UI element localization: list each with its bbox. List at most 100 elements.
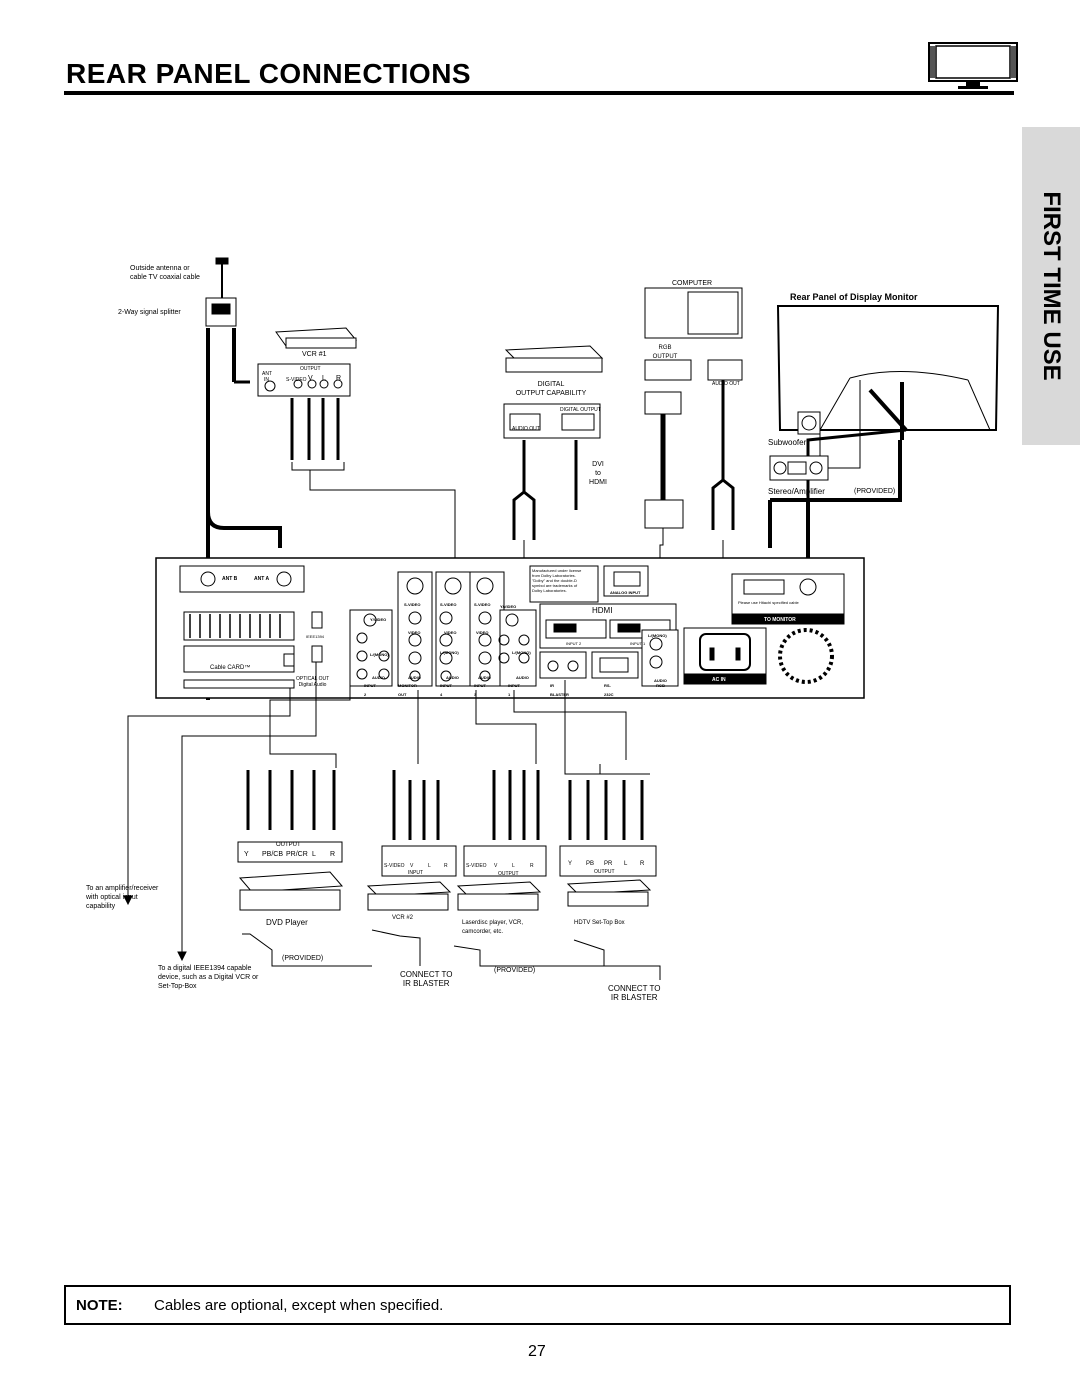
vcr2-jack-r: R	[444, 863, 448, 869]
laser-jack-svideo: S-VIDEO	[466, 863, 487, 869]
dvd-jack-pb: PB/CB	[262, 851, 284, 858]
panel-audio-1: AUDIO	[372, 675, 385, 680]
panel-video-2: VIDEO	[444, 630, 457, 635]
panel-ieee: IEEE1394	[306, 634, 325, 639]
page-number: 27	[528, 1343, 546, 1360]
ieee-note-3: Set-Top-Box	[158, 983, 197, 990]
panel-ant-a: ANT A	[254, 576, 270, 582]
amp-note-3: capability	[86, 903, 116, 910]
jack-svideo: S-VIDEO	[286, 377, 307, 383]
label-audio-out-pc: AUDIO OUT	[712, 381, 740, 387]
hdtv-jack-l: L	[624, 861, 628, 867]
note-box: NOTE: Cables are optional, except when s…	[64, 1285, 1011, 1325]
panel-audio-4: AUDIO	[478, 675, 491, 680]
panel-input4: INPUT 4	[440, 683, 452, 697]
ir-blaster-1: IR BLASTER	[402, 979, 450, 988]
panel-svideo-1: S-VIDEO	[404, 602, 421, 607]
monitor-icon	[928, 42, 1018, 89]
dvd-jack-l: L	[312, 851, 316, 858]
label-rgb-output: OUTPUT	[652, 354, 678, 360]
panel-input1: INPUT 1	[508, 683, 520, 697]
laser-jack-l: L	[512, 863, 515, 869]
hdtv-jack-r: R	[640, 861, 645, 867]
section-tab: FIRST TIME USE	[1022, 127, 1080, 445]
label-laserdisc-2: camcorder, etc.	[462, 929, 504, 935]
dvd-output: OUTPUT	[276, 842, 301, 848]
label-audio-out: AUDIO OUT	[512, 426, 540, 432]
hdtv-jack-pb: PB	[586, 861, 595, 867]
label-stereo-amplifier: Stereo/Amplifier	[768, 487, 825, 496]
panel-lmono-4: L/(MONO)	[648, 633, 667, 638]
panel-audio-6: AUDIO	[654, 678, 667, 683]
panel-rs232c: RS-232C	[604, 683, 614, 697]
connect-to-2: CONNECT TO	[608, 984, 661, 993]
dvd-jack-y: Y	[244, 851, 249, 858]
page-title: REAR PANEL CONNECTIONS	[66, 58, 472, 89]
panel-use-cable: Please use Hitachi specified cable	[738, 600, 799, 605]
ir-blaster-2: IR BLASTER	[610, 993, 658, 1002]
dvd-jack-r: R	[330, 851, 336, 858]
label-dvd-player: DVD Player	[266, 918, 308, 927]
ieee-note-2: device, such as a Digital VCR or	[158, 974, 259, 981]
panel-video-1: VIDEO	[408, 630, 421, 635]
connect-to-1: CONNECT TO	[400, 970, 453, 979]
panel-rgb: RGB	[656, 683, 665, 688]
diagram-labels: Outside antenna or cable TV coaxial cable…	[86, 265, 918, 1002]
jack-v: V	[308, 375, 313, 382]
dolby-4: symbol are trademarks of	[532, 583, 578, 588]
connection-diagram	[123, 257, 1000, 980]
panel-analog-input: ANALOG INPUT	[610, 590, 641, 595]
dolby-3: "Dolby" and the double-D	[532, 578, 577, 583]
panel-input3: INPUT 3	[474, 683, 486, 697]
panel-lmono-2: L/(MONO)	[440, 650, 459, 655]
jack-l: L	[322, 375, 326, 382]
jack-ant: ANT	[262, 371, 272, 377]
jack-in: IN	[264, 377, 269, 383]
panel-input2: INPUT 2	[364, 683, 376, 697]
label-provided-2: (PROVIDED)	[282, 955, 324, 962]
panel-monitor-out: MONITOR OUT	[398, 683, 417, 697]
title-rule	[64, 91, 1014, 95]
panel-audio-2: AUDIO	[408, 675, 421, 680]
panel-lmono-3: L/(MONO)	[512, 650, 531, 655]
panel-digital-audio: Digital Audio	[298, 682, 327, 688]
label-subwoofer: Subwoofer	[768, 438, 807, 447]
label-digital: DIGITAL	[537, 381, 565, 388]
label-rgb: RGB	[658, 345, 672, 351]
vcr2-jack-v: V	[410, 863, 414, 869]
label-digital-output: DIGITAL OUTPUT	[560, 407, 601, 413]
panel-ant-b: ANT B	[222, 576, 238, 582]
label-provided-3: (PROVIDED)	[494, 967, 536, 974]
label-vcr1: VCR #1	[302, 351, 327, 358]
label-splitter: 2-Way signal splitter	[118, 309, 181, 316]
dolby-5: Dolby Laboratories.	[532, 588, 567, 593]
vcr2-jack-svideo: S-VIDEO	[384, 863, 405, 869]
panel-to-monitor: TO MONITOR	[764, 617, 796, 623]
amp-note-2: with optical input	[86, 894, 138, 901]
label-output-capability: OUTPUT CAPABILITY	[515, 390, 587, 397]
laser-jack-r: R	[530, 863, 534, 869]
label-monitor-title: Rear Panel of Display Monitor	[790, 292, 918, 302]
hdtv-jack-y: Y	[568, 861, 573, 867]
label-dvi: DVI	[592, 461, 604, 468]
panel-cablecard: Cable CARD™	[210, 665, 251, 671]
jack-r: R	[336, 375, 342, 382]
label-provided-1: (PROVIDED)	[854, 488, 896, 495]
panel-yvideo-1: Y/VIDEO	[370, 617, 387, 622]
note-label: NOTE:	[76, 1297, 123, 1314]
amp-note-1: To an amplifier/receiver	[86, 885, 159, 892]
laser-jack-v: V	[494, 863, 498, 869]
label-to: to	[595, 470, 601, 477]
note-text: Cables are optional, except when specifi…	[154, 1297, 444, 1314]
panel-video-3: VIDEO	[476, 630, 489, 635]
panel-ir-blaster: IR BLASTER	[550, 683, 569, 697]
dolby-1: Manufactured under license	[532, 568, 582, 573]
ieee-note-1: To a digital IEEE1394 capable	[158, 965, 252, 972]
panel-svideo-2: S-VIDEO	[440, 602, 457, 607]
panel-audio-5: AUDIO	[516, 675, 529, 680]
label-antenna-2: cable TV coaxial cable	[130, 274, 200, 281]
hdtv-jack-pr: PR	[604, 861, 613, 867]
label-vcr2: VCR #2	[392, 915, 414, 921]
panel-ac-in: AC IN	[712, 677, 726, 683]
label-antenna-1: Outside antenna or	[130, 265, 190, 272]
